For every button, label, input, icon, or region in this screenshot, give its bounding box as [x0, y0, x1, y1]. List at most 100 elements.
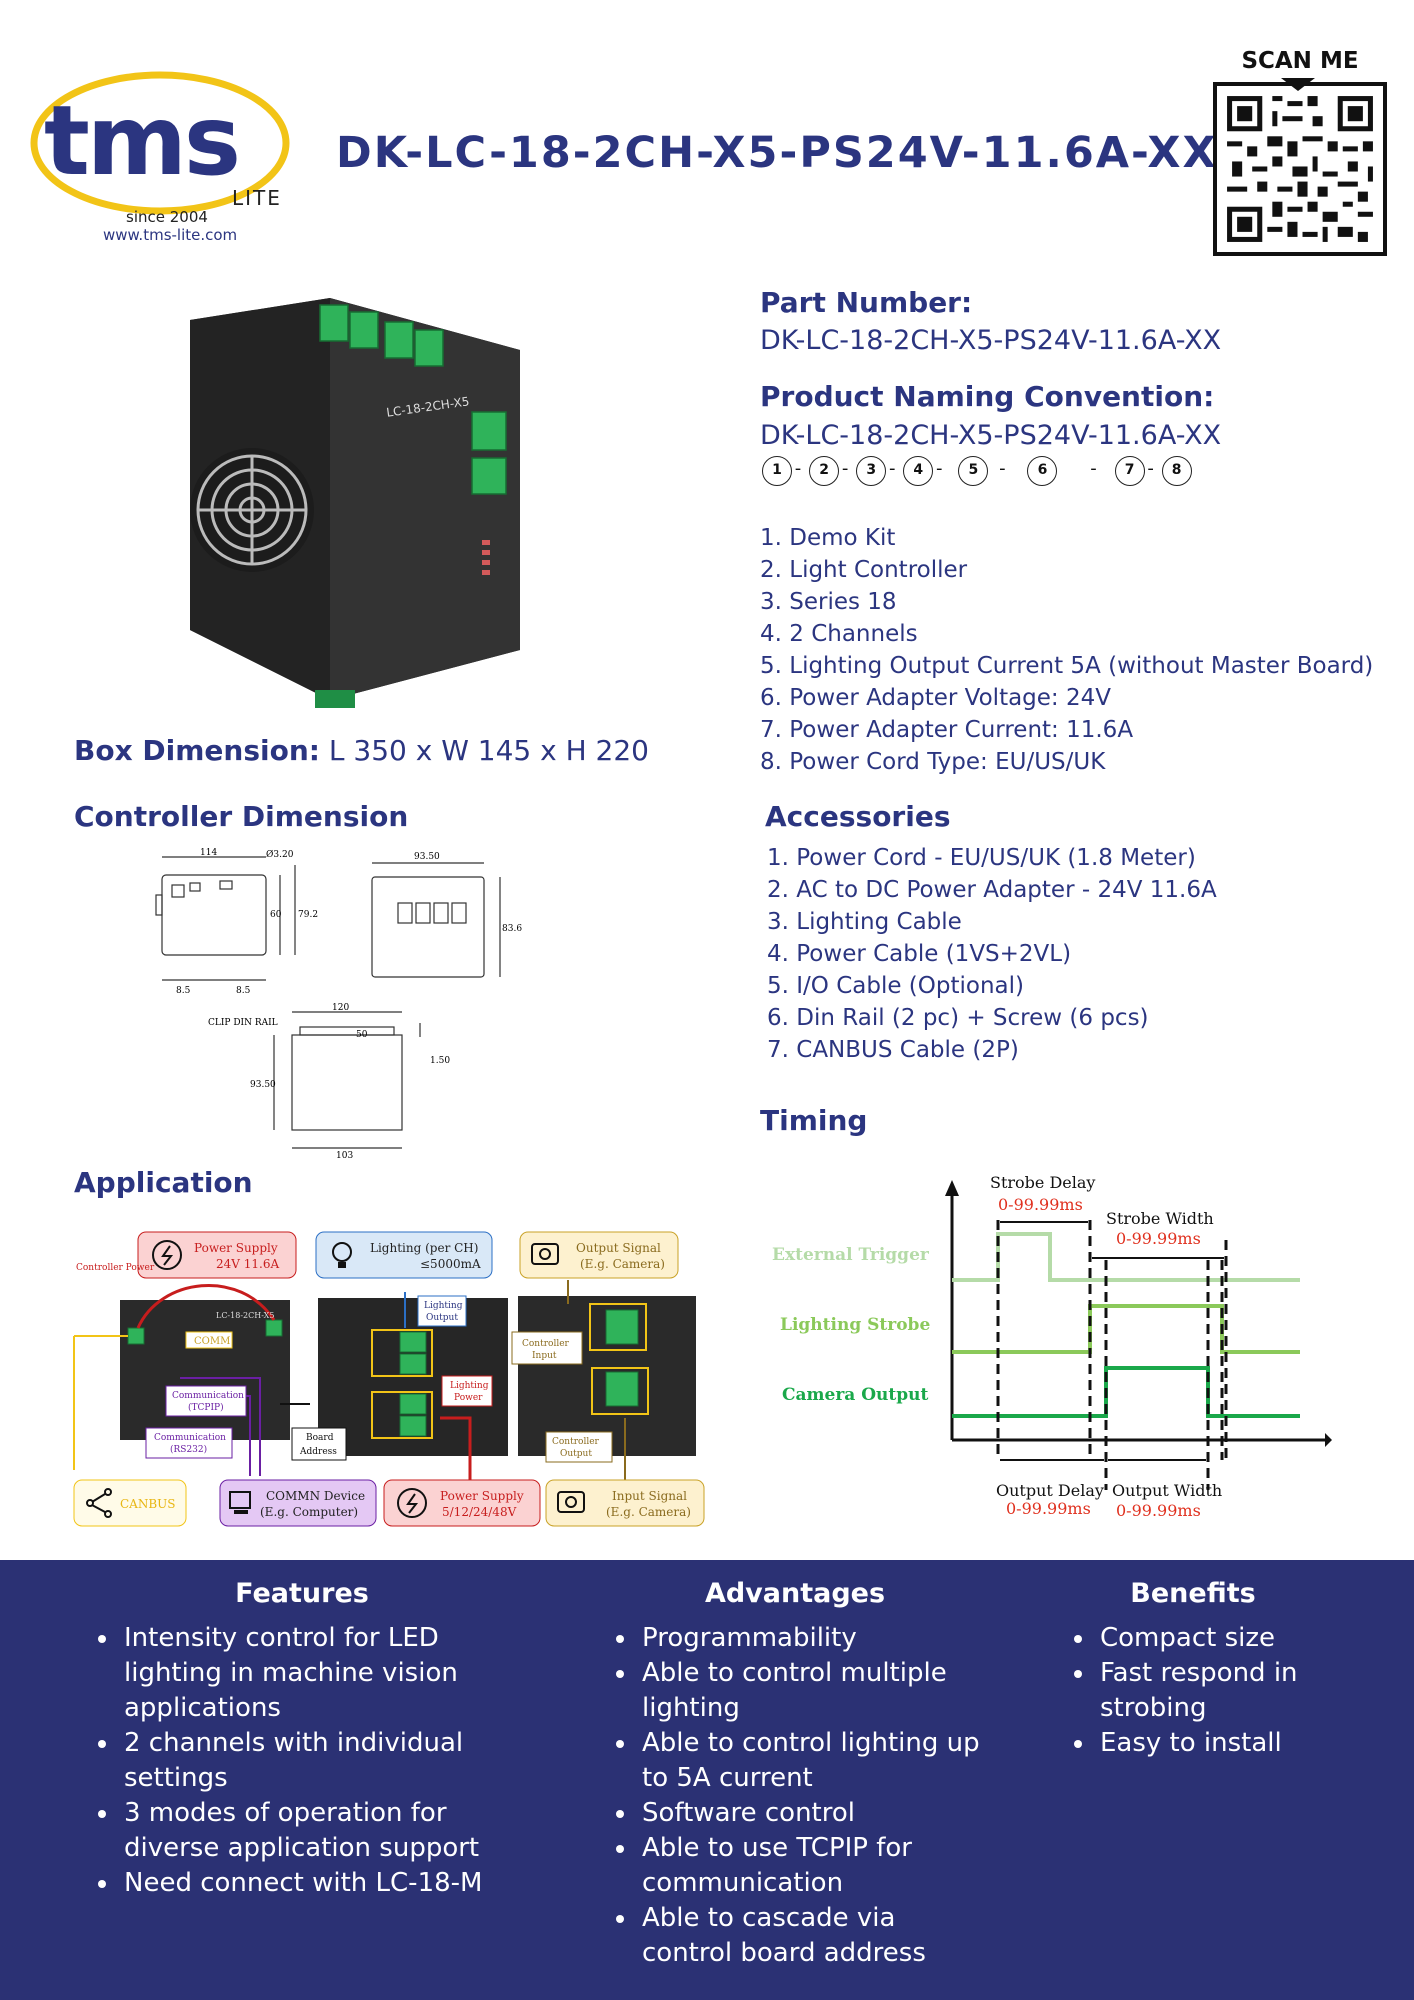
- brand-logo: tms LITE since 2004 www.tms-lite.com: [30, 68, 310, 248]
- dim-60: 60: [270, 910, 282, 920]
- benefits-heading: Benefits: [1130, 1578, 1256, 1609]
- list-item: Intensity control for LED lighting in ma…: [92, 1621, 512, 1726]
- timing-diagram: Strobe Delay 0-99.99ms Strobe Width 0-99…: [760, 1160, 1340, 1520]
- advantages-heading: Advantages: [704, 1578, 886, 1609]
- lighting-output-l1: Lighting: [424, 1301, 463, 1311]
- power-supply-bottom-title: Power Supply: [440, 1489, 524, 1503]
- list-item: Easy to install: [1068, 1726, 1318, 1761]
- controller-input-l2: Input: [532, 1351, 557, 1361]
- list-item: 7. Power Adapter Current: 11.6A: [760, 717, 1134, 743]
- output-width-label: Output Width: [1112, 1481, 1222, 1500]
- list-item: Able to cascade via control board addres…: [610, 1901, 980, 1971]
- application-diagram-svg: Power Supply 24V 11.6A Lighting (per CH)…: [73, 1231, 705, 1527]
- qr-label: SCAN ME: [1241, 48, 1359, 74]
- controller-dimension-drawing: 114 Ø3.20 60 79.2 8.5 8.5 93.50 83.6 120…: [140, 845, 540, 1165]
- power-supply-top-title: Power Supply: [194, 1241, 278, 1255]
- advantages-column: Advantages Programmability Able to contr…: [610, 1578, 980, 1971]
- board-address-l2: Address: [299, 1447, 337, 1457]
- list-item: Compact size: [1068, 1621, 1318, 1656]
- accessories-heading: Accessories: [765, 800, 951, 833]
- arrow-down-icon: [1281, 78, 1315, 91]
- input-signal-value: (E.g. Camera): [606, 1505, 691, 1519]
- comm-device-value: (E.g. Computer): [260, 1505, 358, 1519]
- lighting-output-l2: Output: [426, 1313, 458, 1323]
- product-image: LC-18-2CH-X5: [180, 290, 540, 710]
- strobe-delay-value: 0-99.99ms: [998, 1195, 1083, 1214]
- list-item: 3. Series 18: [760, 589, 897, 615]
- list-item: Need connect with LC-18-M: [92, 1866, 512, 1901]
- lighting-value: ≤5000mA: [420, 1257, 481, 1271]
- controller-power-label: Controller Power: [76, 1263, 155, 1273]
- list-item: 6. Power Adapter Voltage: 24V: [760, 685, 1111, 711]
- list-item: 3 modes of operation for diverse applica…: [92, 1796, 512, 1866]
- qr-code[interactable]: [1213, 78, 1387, 256]
- dim-93-50-side: 93.50: [250, 1080, 276, 1090]
- benefits-column: Benefits Compact size Fast respond in st…: [1068, 1578, 1318, 1761]
- computer-icon: [229, 1491, 251, 1509]
- naming-heading: Product Naming Convention:: [760, 380, 1215, 413]
- marker-8: 8: [1161, 456, 1192, 486]
- part-number-value: DK-LC-18-2CH-X5-PS24V-11.6A-XX: [760, 325, 1222, 356]
- lighting-power-l1: Lighting: [450, 1381, 489, 1391]
- power-icon: [152, 1240, 182, 1270]
- list-item: Programmability: [610, 1621, 980, 1656]
- controller-output-l2: Output: [560, 1449, 592, 1459]
- camera-icon: [531, 1243, 559, 1265]
- marker-2: 2: [809, 456, 840, 486]
- dim-120: 120: [332, 1003, 349, 1013]
- list-item: Able to control lighting up to 5A curren…: [610, 1726, 980, 1796]
- lighting-power-l2: Power: [454, 1393, 483, 1403]
- box-dimension-value: L 350 x W 145 x H 220: [328, 734, 649, 767]
- brand-since: since 2004: [126, 208, 208, 226]
- power-supply-bottom-value: 5/12/24/48V: [442, 1505, 517, 1519]
- list-item: 1. Power Cord - EU/US/UK (1.8 Meter): [767, 845, 1196, 871]
- dim-50: 50: [356, 1030, 368, 1040]
- timing-diagram-svg: Strobe Delay 0-99.99ms Strobe Width 0-99…: [772, 1173, 1332, 1520]
- dim-79: 79.2: [298, 910, 318, 920]
- lc-label: LC-18-2CH-X5: [216, 1311, 274, 1320]
- power-supply-top-value: 24V 11.6A: [216, 1257, 279, 1271]
- marker-7: 7: [1114, 456, 1145, 486]
- list-item: 1. Demo Kit: [760, 525, 896, 551]
- dim-103: 103: [336, 1151, 353, 1161]
- strobe-delay-label: Strobe Delay: [990, 1173, 1095, 1192]
- lighting-title: Lighting (per CH): [370, 1241, 478, 1255]
- list-item: 5. Lighting Output Current 5A (without M…: [760, 653, 1374, 679]
- comm-tcpip-l1: Communication: [172, 1391, 244, 1401]
- list-item: 2 channels with individual settings: [92, 1726, 512, 1796]
- controller-dimension-heading: Controller Dimension: [74, 800, 409, 833]
- output-signal-value: (E.g. Camera): [580, 1257, 665, 1271]
- dim-93-50: 93.50: [414, 852, 440, 862]
- marker-3: 3: [856, 456, 887, 486]
- comm-tcpip-l2: (TCPIP): [188, 1402, 224, 1413]
- controller-output-l1: Controller: [552, 1437, 600, 1447]
- timing-heading: Timing: [760, 1104, 868, 1137]
- list-item: Software control: [610, 1796, 980, 1831]
- comm-rs232-l1: Communication: [154, 1433, 226, 1443]
- output-signal-title: Output Signal: [576, 1241, 661, 1255]
- input-signal-title: Input Signal: [612, 1489, 687, 1503]
- naming-value: DK-LC-18-2CH-X5-PS24V-11.6A-XX: [760, 420, 1222, 451]
- features-column: Features Intensity control for LED light…: [92, 1578, 512, 1901]
- lighting-strobe-label: Lighting Strobe: [780, 1315, 930, 1335]
- dimension-drawing-icon: 114 Ø3.20 60 79.2 8.5 8.5 93.50 83.6 120…: [155, 848, 522, 1161]
- comm-device-title: COMMN Device: [266, 1489, 365, 1503]
- list-item: 2. AC to DC Power Adapter - 24V 11.6A: [767, 877, 1217, 903]
- list-item: 8. Power Cord Type: EU/US/UK: [760, 749, 1106, 775]
- brand-name: tms: [44, 85, 241, 197]
- share-icon: [86, 1488, 112, 1518]
- bottom-panel: Features Intensity control for LED light…: [0, 1560, 1414, 2000]
- comm-rs232-l2: (RS232): [170, 1444, 207, 1455]
- controller-box-icon: [190, 298, 520, 708]
- qr-code-icon: [1227, 96, 1373, 242]
- list-item: 5. I/O Cable (Optional): [767, 973, 1024, 999]
- canbus-label: CANBUS: [120, 1497, 176, 1511]
- marker-1: 1: [762, 456, 792, 486]
- strobe-width-label: Strobe Width: [1106, 1209, 1214, 1228]
- external-trigger-label: External Trigger: [772, 1245, 930, 1265]
- power-icon-bottom: [397, 1488, 427, 1518]
- strobe-width-value: 0-99.99ms: [1116, 1229, 1201, 1248]
- dim-1-50: 1.50: [430, 1056, 450, 1066]
- brand-sub: LITE: [232, 186, 282, 210]
- brand-website: www.tms-lite.com: [103, 226, 238, 244]
